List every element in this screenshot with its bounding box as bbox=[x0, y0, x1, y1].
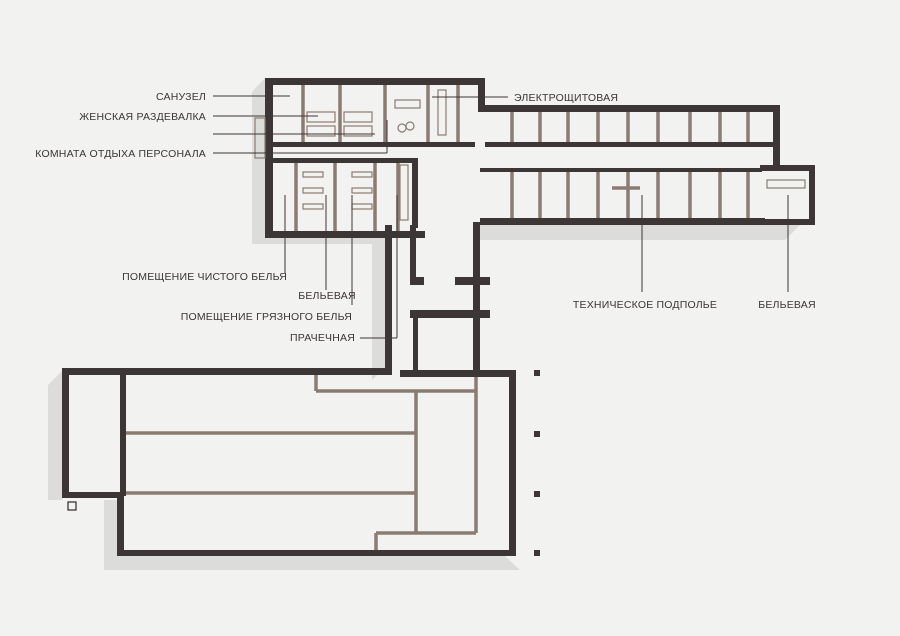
label-tech-underfloor: ТЕХНИЧЕСКОЕ ПОДПОЛЬЕ bbox=[573, 299, 717, 311]
label-electrical: ЭЛЕКТРОЩИТОВАЯ bbox=[514, 92, 618, 104]
label-dirty-linen: ПОМЕЩЕНИЕ ГРЯЗНОГО БЕЛЬЯ bbox=[181, 311, 352, 323]
label-linen-room-1: БЕЛЬЕВАЯ bbox=[298, 290, 356, 302]
label-women-locker: ЖЕНСКАЯ РАЗДЕВАЛКА bbox=[79, 111, 206, 123]
label-clean-linen: ПОМЕЩЕНИЕ ЧИСТОГО БЕЛЬЯ bbox=[122, 271, 287, 283]
furniture bbox=[254, 89, 806, 221]
label-staff-rest: КОМНАТА ОТДЫХА ПЕРСОНАЛА bbox=[35, 148, 206, 160]
label-sanuzel: САНУЗЕЛ bbox=[156, 91, 206, 103]
connector bbox=[385, 222, 490, 375]
shadows bbox=[48, 78, 800, 570]
room-partitions bbox=[294, 85, 750, 231]
upper-block bbox=[265, 78, 815, 238]
lower-block bbox=[62, 368, 540, 556]
label-laundry: ПРАЧЕЧНАЯ bbox=[290, 332, 355, 344]
leader-lines bbox=[213, 95, 789, 339]
label-linen-room-2: БЕЛЬЕВАЯ bbox=[758, 299, 816, 311]
